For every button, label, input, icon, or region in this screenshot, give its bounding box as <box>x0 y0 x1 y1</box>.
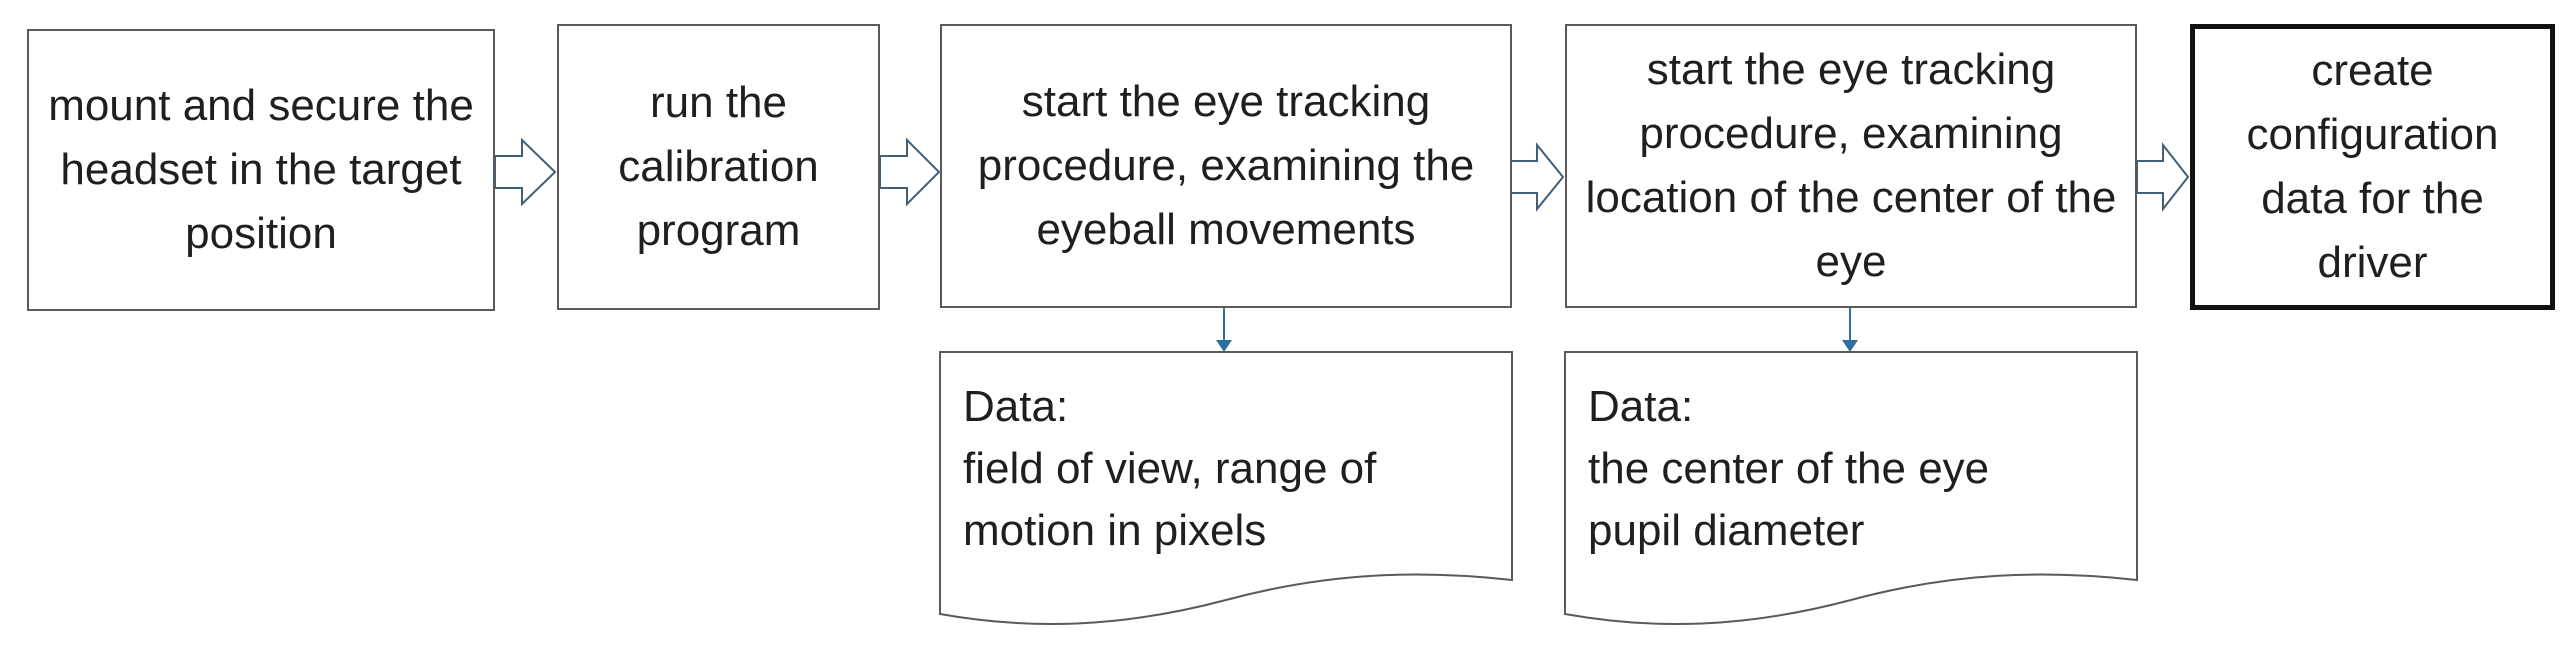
process-step-3-label: start the eye tracking procedure, examin… <box>977 77 1475 254</box>
process-step-4: start the eye tracking procedure, examin… <box>1565 24 2137 308</box>
data-document-1-line: field of view, range of <box>963 444 1377 493</box>
arrow-step4-to-step5 <box>2136 142 2190 212</box>
arrow-step1-to-step2 <box>494 137 557 207</box>
data-document-2-shape <box>1564 351 2138 626</box>
data-document-1-heading: Data: <box>963 382 1069 431</box>
process-step-4-label: start the eye tracking procedure, examin… <box>1585 45 2117 286</box>
connector-step4-to-data2-head <box>1842 340 1858 352</box>
arrow-step3-to-step4 <box>1509 142 1565 212</box>
process-step-2: run the calibration program <box>557 24 880 310</box>
data-document-1-shape <box>939 351 1513 626</box>
connector-step3-to-data1-head <box>1216 340 1232 352</box>
process-step-2-label: run the calibration program <box>618 78 819 255</box>
data-document-2-line: pupil diameter <box>1588 506 1865 555</box>
process-step-1: mount and secure the headset in the targ… <box>27 29 495 311</box>
process-step-5-label: create configuration data for the driver <box>2246 46 2499 287</box>
data-document-2-heading: Data: <box>1588 382 1694 431</box>
data-document-1-line: motion in pixels <box>963 506 1267 555</box>
data-document-2-text: Data: the center of the eye pupil diamet… <box>1588 376 1989 562</box>
arrow-step2-to-step3 <box>879 137 941 207</box>
process-step-3: start the eye tracking procedure, examin… <box>940 24 1512 308</box>
process-step-1-label: mount and secure the headset in the targ… <box>48 81 474 258</box>
data-document-1-text: Data: field of view, range of motion in … <box>963 376 1376 562</box>
data-document-2-line: the center of the eye <box>1588 444 1990 493</box>
process-step-5: create configuration data for the driver <box>2190 24 2555 310</box>
